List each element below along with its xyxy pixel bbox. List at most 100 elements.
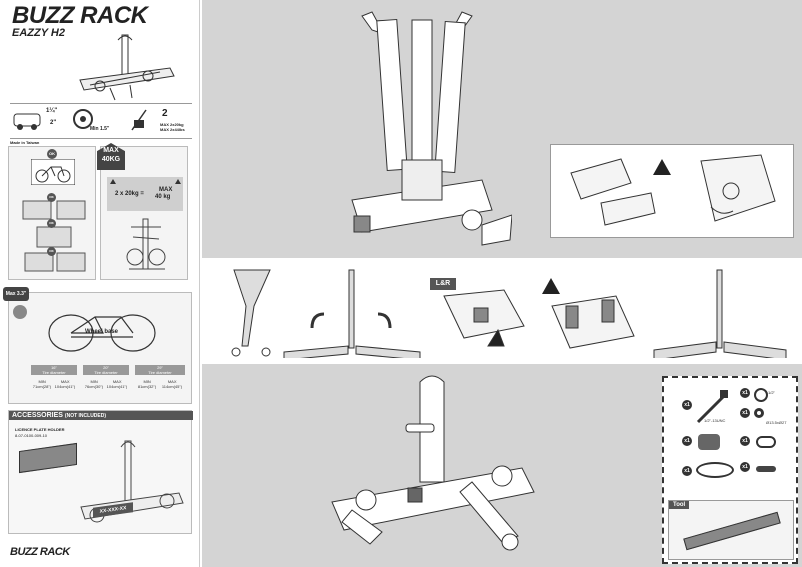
ok-badge-3: OK	[47, 219, 56, 228]
loaded-rack-illustration	[126, 218, 166, 270]
car-icon	[13, 113, 41, 130]
washer2-label: Ø13.5xØ27	[766, 420, 787, 425]
folding-steps-strip: L&R	[202, 260, 802, 362]
wheelbase-panel: Max 3.3" Wheel base 16" Tire diameter MI…	[3, 287, 192, 404]
min-value: 71cm(28")	[32, 384, 52, 389]
washer-label: 1/2"	[768, 390, 775, 395]
wheel-base-label: Wheel base	[85, 329, 119, 335]
qty-badge: x1	[682, 400, 692, 410]
accessories-note: (NOT INCLUDED)	[64, 413, 107, 419]
bike-compatibility-panel: OK OK OK OK	[8, 146, 96, 280]
max-label: MAX	[60, 379, 70, 384]
bolt-label: 1/2"-13UNC	[704, 418, 726, 423]
min-value: 76cm(30")	[84, 384, 104, 389]
arm-lock-illustration	[443, 289, 525, 347]
qty-badge: x1	[740, 436, 750, 446]
accessories-panel: ACCESSORIES (NOT INCLUDED) LICENCE PLATE…	[8, 410, 193, 534]
min-max-values: 81cm(32") 114cm(45")	[135, 384, 185, 389]
max-load-label: MAX 2x20kg	[160, 122, 184, 127]
min-label: MIN	[90, 379, 98, 384]
min-value: 81cm(32")	[137, 384, 157, 389]
washer-large-icon	[754, 408, 764, 418]
bike-count: 2	[162, 108, 168, 119]
folded-rack-illustration	[351, 11, 512, 246]
ok-badge-4: OK	[47, 247, 56, 256]
pin-detail-illustration	[570, 158, 656, 226]
warning-icon	[110, 179, 116, 184]
brand-logo: BUZZ RACK	[12, 2, 148, 29]
licence-plate-holder-image	[19, 442, 77, 474]
tire-column-2: 20" Tire diameter MIN MAX 76cm(30") 104c…	[83, 365, 129, 389]
accessories-title: ACCESSORIES	[12, 412, 63, 419]
main-illustration-band	[202, 0, 802, 258]
assembled-rack-band: x1 1/2"-13UNC x1 1/2" x1 Ø13.5xØ27 x1 x1…	[202, 364, 802, 567]
warning-triangle-icon	[653, 159, 671, 175]
hitch-bolt-icon	[696, 390, 728, 424]
max-badge-line1: MAX	[103, 147, 119, 154]
warning-triangle-icon	[542, 278, 560, 294]
weight-max-line2: 40 kg	[155, 194, 171, 200]
left-column: BUZZ RACK EAZZY H2 1¼" 2" Min 1.5" 2 MAX…	[0, 0, 200, 567]
tire-col-sub: Tire diameter	[31, 370, 77, 375]
max-load-label-lbs: MAX 2x44lbs	[160, 127, 185, 132]
min-label: MIN	[143, 379, 151, 384]
hitch-size-2: 2"	[50, 120, 57, 126]
qty-badge: x1	[682, 436, 692, 446]
strap-icon	[696, 462, 734, 478]
left-right-label: L&R	[430, 278, 456, 290]
washer-icon	[754, 388, 768, 402]
step-folded-icon	[231, 269, 271, 357]
assembled-rack-illustration	[331, 375, 535, 551]
max-label: MAX	[167, 379, 177, 384]
qty-badge: x1	[740, 462, 750, 472]
weight-max-line1: MAX	[159, 187, 173, 193]
tool-title: Tool	[669, 501, 690, 509]
frame-adapter-icons	[22, 200, 86, 272]
step-unfolded-icon	[653, 269, 787, 358]
wheel-icon	[73, 109, 93, 129]
accessories-header: ACCESSORIES (NOT INCLUDED)	[9, 411, 193, 420]
rack-with-plate-illustration	[80, 440, 184, 523]
made-in-label: Made in Taiwan	[10, 140, 40, 145]
max-badge-line2: 40KG	[101, 156, 121, 163]
min-max-row: MIN MAX	[135, 379, 185, 384]
tire-col-header: 16"	[31, 365, 77, 370]
model-name: EAZZY H2	[12, 27, 65, 39]
accessory-name: LICENCE PLATE HOLDER	[15, 427, 65, 432]
max-value: 114cm(45")	[161, 384, 183, 389]
step-unfold-icon	[283, 269, 421, 358]
qty-badge: x1	[740, 408, 750, 418]
qty-badge: x1	[682, 466, 692, 476]
tire-col-sub: Tire diameter	[83, 370, 129, 375]
max-value: 104cm(41")	[54, 384, 76, 389]
footer-logo: BUZZ RACK	[10, 546, 70, 558]
tire-col-header: 29"	[135, 365, 185, 370]
min-max-values: 76cm(30") 104cm(41")	[83, 384, 129, 389]
detail-callout	[550, 144, 794, 238]
product-thumbnail	[79, 34, 175, 101]
max-weight-badge: MAX 40KG	[97, 143, 125, 170]
min-label: MIN	[38, 379, 46, 384]
weight-formula-box: 2 x 20kg = MAX 40 kg	[107, 177, 183, 211]
warning-icon	[175, 179, 181, 184]
max-value: 104cm(41")	[106, 384, 128, 389]
ok-badge-1: OK	[47, 149, 57, 159]
bike-wheelbase-diagram	[48, 314, 156, 352]
max-weight-panel: MAX 40KG 2 x 20kg = MAX 40 kg	[97, 143, 188, 280]
qty-badge: x1	[740, 388, 750, 398]
bicycle-icon	[31, 159, 75, 185]
key-icon	[756, 466, 776, 472]
min-max-row: MIN MAX	[83, 379, 129, 384]
tire-column-1: 16" Tire diameter MIN MAX 71cm(28") 104c…	[31, 365, 77, 389]
arm-rotate-illustration	[551, 295, 635, 349]
tire-width-badge: Max 3.3"	[3, 287, 29, 301]
ok-badge-2: OK	[47, 193, 56, 202]
min-max-values: 71cm(28") 104cm(41")	[31, 384, 77, 389]
spec-strip: 1¼" 2" Min 1.5" 2 MAX 2x20kg MAX 2x44lbs	[10, 103, 192, 139]
weight-icon	[131, 109, 147, 131]
hitch-size-1: 1¼"	[46, 108, 58, 114]
clip-icon	[756, 436, 776, 448]
min-max-row: MIN MAX	[31, 379, 77, 384]
tire-section-icon	[13, 305, 27, 319]
tire-col-sub: Tire diameter	[135, 370, 185, 375]
